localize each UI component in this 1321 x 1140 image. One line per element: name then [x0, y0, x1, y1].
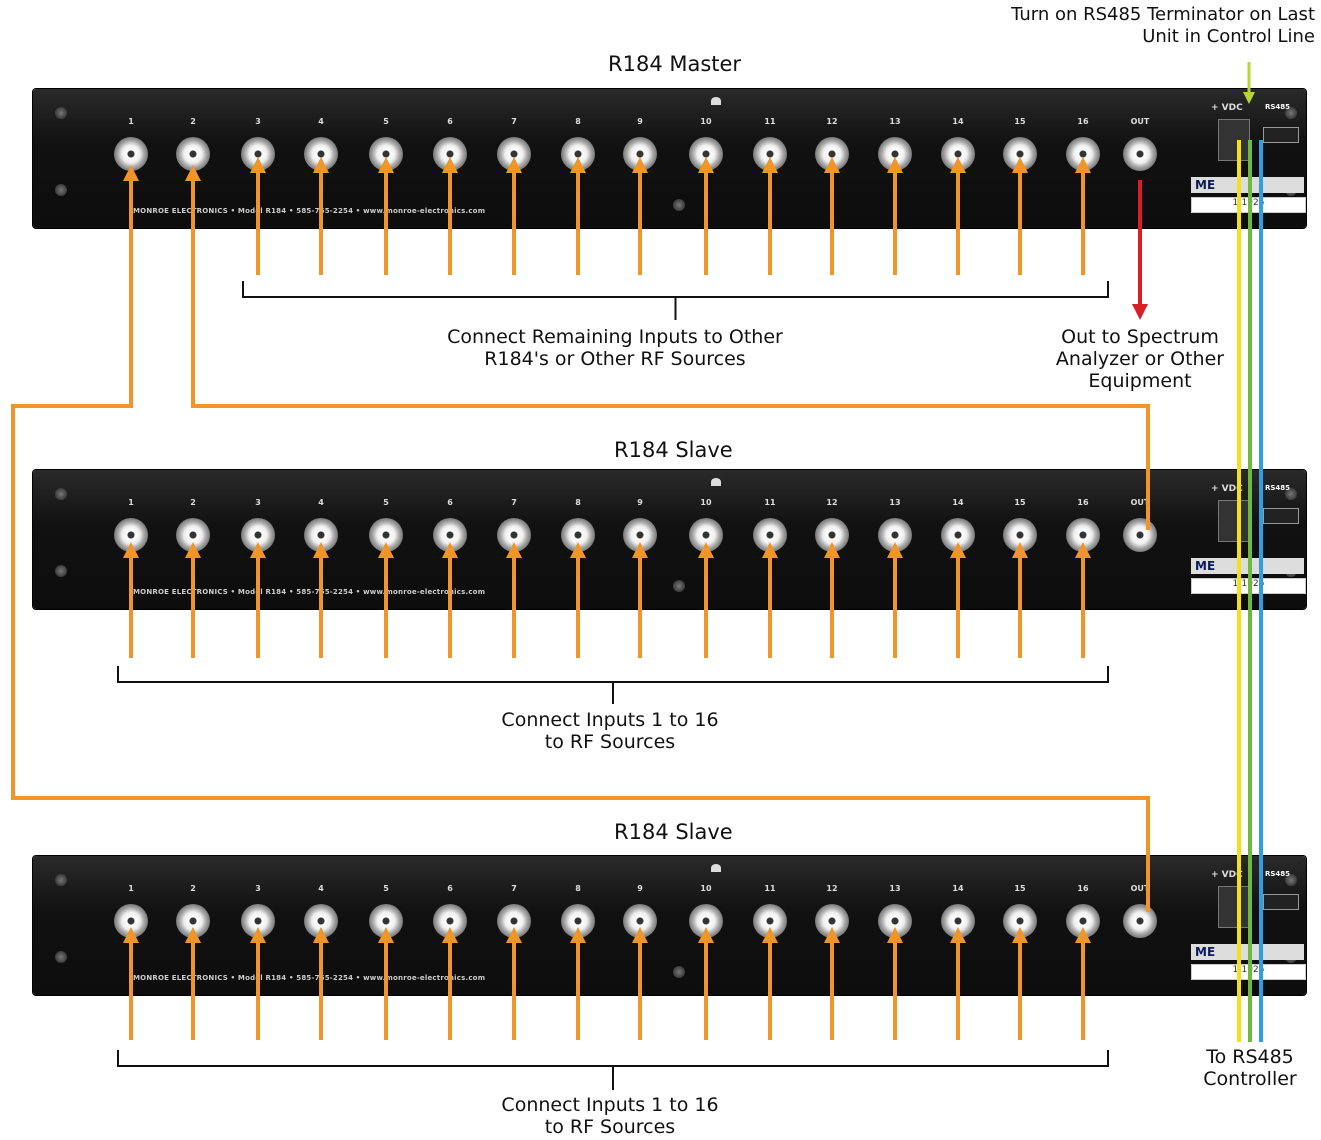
cascade-line-slave1 — [193, 230, 1148, 530]
bracket-master — [243, 281, 1108, 297]
cascade-line-slave2 — [13, 230, 1148, 912]
bracket-slave1 — [118, 666, 1108, 682]
bracket-slave2 — [118, 1050, 1108, 1066]
